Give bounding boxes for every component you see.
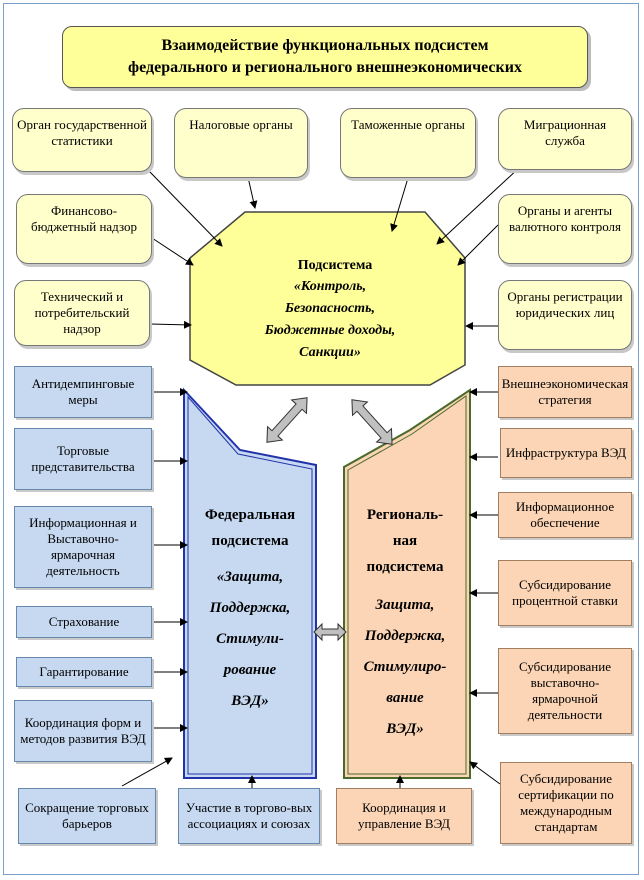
box-technical-supervision: Технический и потребительский надзор (14, 280, 150, 346)
box-trade-barriers: Сокращение торговых барьеров (18, 788, 156, 844)
box-financial-supervision: Финансово-бюджетный надзор (16, 194, 152, 264)
regional-body-line: Стимулиро- (363, 659, 447, 675)
connector-arrows (121, 141, 521, 788)
federal-column (183, 387, 317, 779)
title-line-1: Взаимодействие функциональных подсистем (161, 37, 489, 54)
double-arrow-federal-regional (313, 622, 347, 642)
box-coordination-management: Координация и управление ВЭД (336, 788, 472, 844)
federal-body-line: Стимули- (216, 631, 284, 647)
federal-subsystem-body: «Защита, Поддержка, Стимули- рование ВЭД… (188, 562, 312, 717)
box-migration-service: Миграционная служба (498, 108, 632, 170)
box-trade-associations: Участие в торгово-вых ассоциациях и союз… (178, 788, 320, 844)
double-arrow-control-federal (266, 397, 308, 443)
diagram-title: Взаимодействие функциональных подсистем … (62, 26, 588, 88)
box-interest-subsidy: Субсидирование процентной ставки (498, 560, 632, 626)
title-line-2: федерального и регионального внешнеэконо… (128, 59, 522, 76)
control-subsystem-title: Подсистема (297, 258, 373, 273)
federal-body-line: Поддержка, (209, 600, 291, 616)
box-currency-control: Органы и агенты валютного контроля (498, 194, 632, 264)
diagram-frame (3, 3, 639, 875)
box-coordination-forms: Координация форм и методов развития ВЭД (14, 700, 152, 762)
regional-title-line: подсистема (366, 559, 444, 575)
box-customs-authorities: Таможенные органы (340, 108, 476, 178)
box-infrastructure: Инфраструктура ВЭД (500, 428, 632, 478)
box-antidumping: Антидемпинговые меры (14, 366, 152, 418)
federal-body-line: «Защита, (216, 569, 284, 585)
regional-title-line: ная (392, 533, 418, 549)
double-arrow-control-regional (351, 399, 393, 445)
box-tax-authorities: Налоговые органы (174, 108, 308, 178)
regional-body-line: вание (386, 690, 424, 706)
regional-title-line: Региональ- (366, 507, 444, 523)
box-foreign-economic-strategy: Внешнеэкономическая стратегия (498, 366, 632, 418)
box-insurance: Страхование (16, 606, 152, 638)
box-guarantee: Гарантирование (16, 657, 152, 687)
regional-subsystem-title: Региональ- ная подсистема (348, 502, 462, 580)
federal-title-line: подсистема (211, 533, 289, 549)
box-trade-missions: Торговые представительства (14, 428, 152, 490)
box-information-exhibition: Информационная и Выставочно-ярмарочная д… (14, 506, 152, 588)
control-subsystem-body: «Контроль, Безопасность, Бюджетные доход… (264, 279, 396, 360)
regional-subsystem-body: Защита, Поддержка, Стимулиро- вание ВЭД» (348, 590, 462, 745)
regional-column (343, 388, 471, 779)
box-exhibition-subsidy: Субсидирование выставочно-ярмарочной дея… (498, 648, 632, 734)
regional-body-line: Поддержка, (364, 628, 446, 644)
regional-body-line: Защита, (375, 597, 435, 613)
federal-body-line: рование (223, 662, 277, 678)
control-hexagon (189, 211, 466, 386)
federal-body-line: ВЭД» (231, 693, 269, 709)
box-information-support: Информационное обеспечение (498, 492, 632, 538)
regional-body-line: ВЭД» (386, 721, 424, 737)
federal-title-line: Федеральная (204, 507, 296, 523)
box-state-statistics: Орган государственной статистики (12, 108, 152, 172)
box-legal-entity-registration: Органы регистрации юридических лиц (498, 280, 632, 350)
federal-subsystem-title: Федеральная подсистема (188, 502, 312, 554)
box-certification-subsidy: Субсидирование сертификации по междунаро… (500, 762, 632, 844)
